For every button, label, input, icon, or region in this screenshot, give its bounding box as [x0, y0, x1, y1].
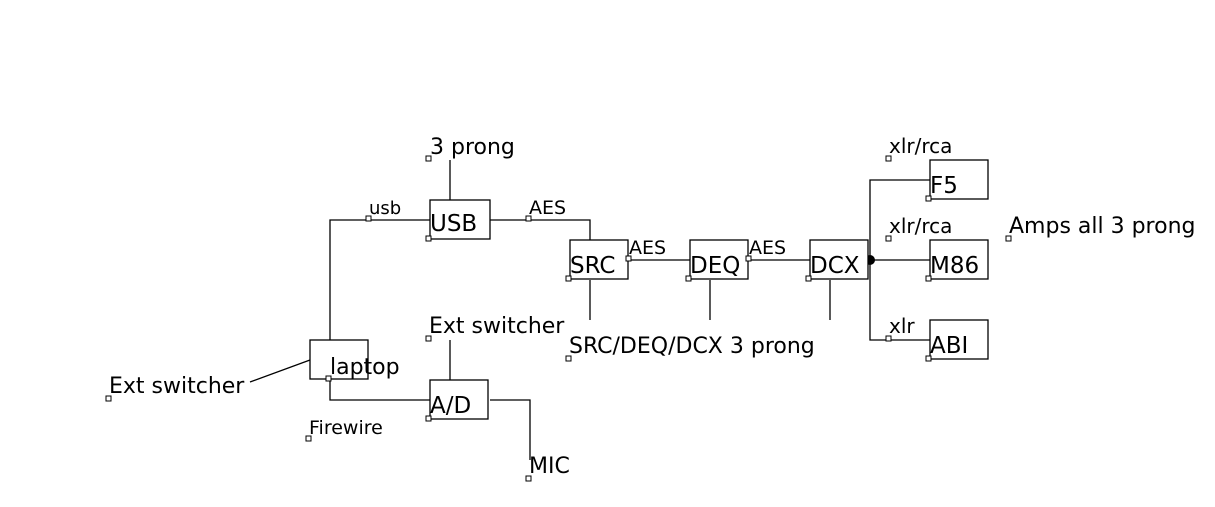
- src-box[interactable]: [569, 239, 629, 280]
- m86-label: M86: [930, 253, 979, 279]
- anchor-handle: [925, 195, 932, 202]
- f5-box[interactable]: [929, 159, 989, 200]
- laptop-label: laptop: [330, 355, 400, 380]
- f5-link-label: xlr/rca: [889, 134, 952, 158]
- anchor-handle: [805, 275, 812, 282]
- m86-link-label: xlr/rca: [889, 214, 952, 238]
- abi-box[interactable]: [929, 319, 989, 360]
- anchor-handle: [425, 155, 432, 162]
- abi-link-label: xlr: [889, 314, 915, 338]
- connection-wires: [249, 160, 930, 460]
- anchor-handle: [885, 335, 892, 342]
- m86-box[interactable]: [929, 239, 989, 280]
- aes-label-2: AES: [629, 237, 666, 259]
- usb-label: USB: [430, 211, 477, 237]
- anchor-handle: [305, 435, 312, 442]
- dcx-label: DCX: [810, 253, 860, 279]
- aes-label-3: AES: [749, 237, 786, 259]
- ad-switcher-label: Ext switcher: [429, 314, 565, 339]
- anchor-handle: [925, 355, 932, 362]
- anchor-handle: [425, 235, 432, 242]
- anchor-handle: [325, 375, 332, 382]
- anchor-handle: [525, 215, 532, 222]
- component-f5[interactable]: F5: [929, 159, 989, 200]
- component-dcx[interactable]: DCX: [809, 239, 869, 280]
- anchor-handles: [105, 155, 1012, 482]
- usb-box[interactable]: [429, 199, 491, 240]
- firewire-label: Firewire: [309, 417, 383, 439]
- src-power-label: SRC/DEQ/DCX 3 prong: [569, 334, 815, 359]
- amps-power-label: Amps all 3 prong: [1009, 214, 1195, 239]
- wire-laptop-switcher: [249, 359, 311, 383]
- wire-dcx-to-f5: [869, 179, 930, 260]
- usb-power-label: 3 prong: [430, 135, 515, 160]
- deq-label: DEQ: [690, 253, 740, 279]
- src-label: SRC: [570, 253, 616, 279]
- mic-label: MIC: [529, 454, 570, 479]
- laptop-switcher-label: Ext switcher: [109, 374, 245, 399]
- deq-box[interactable]: [689, 239, 749, 280]
- ad-box[interactable]: [429, 379, 489, 420]
- anchor-handle: [885, 155, 892, 162]
- component-laptop[interactable]: laptop: [309, 339, 400, 380]
- component-m86[interactable]: M86: [929, 239, 989, 280]
- anchor-handle: [925, 275, 932, 282]
- laptop-box[interactable]: [309, 339, 369, 380]
- connection-labels: 3 prong usb AES AES AES xlr/rca xlr/rca …: [109, 134, 1195, 479]
- anchor-handle: [425, 415, 432, 422]
- dcx-box[interactable]: [809, 239, 869, 280]
- component-src[interactable]: SRC: [569, 239, 629, 280]
- aes-label-1: AES: [529, 197, 566, 219]
- anchor-handle: [1005, 235, 1012, 242]
- anchor-handle: [745, 255, 752, 262]
- anchor-handle: [365, 215, 372, 222]
- ad-label: A/D: [430, 393, 471, 419]
- component-deq[interactable]: DEQ: [689, 239, 749, 280]
- wire-usb-to-src: [490, 219, 591, 240]
- anchor-handle: [425, 335, 432, 342]
- anchor-handle: [565, 275, 572, 282]
- f5-label: F5: [930, 173, 958, 199]
- abi-label: ABI: [930, 333, 968, 359]
- component-abi[interactable]: ABI: [929, 319, 989, 360]
- usb-link-label: usb: [369, 198, 401, 219]
- anchor-handle: [625, 255, 632, 262]
- wire-laptop-to-ad: [329, 380, 430, 401]
- wire-dcx-to-abi: [869, 260, 930, 341]
- anchor-handle: [685, 275, 692, 282]
- wire-laptop-to-usb: [329, 219, 430, 340]
- anchor-handle: [105, 395, 112, 402]
- wire-ad-to-mic: [490, 399, 531, 460]
- anchor-handle: [565, 355, 572, 362]
- anchor-handle: [525, 475, 532, 482]
- anchor-handle: [885, 235, 892, 242]
- component-usb[interactable]: USB: [429, 199, 491, 240]
- component-ad[interactable]: A/D: [429, 379, 489, 420]
